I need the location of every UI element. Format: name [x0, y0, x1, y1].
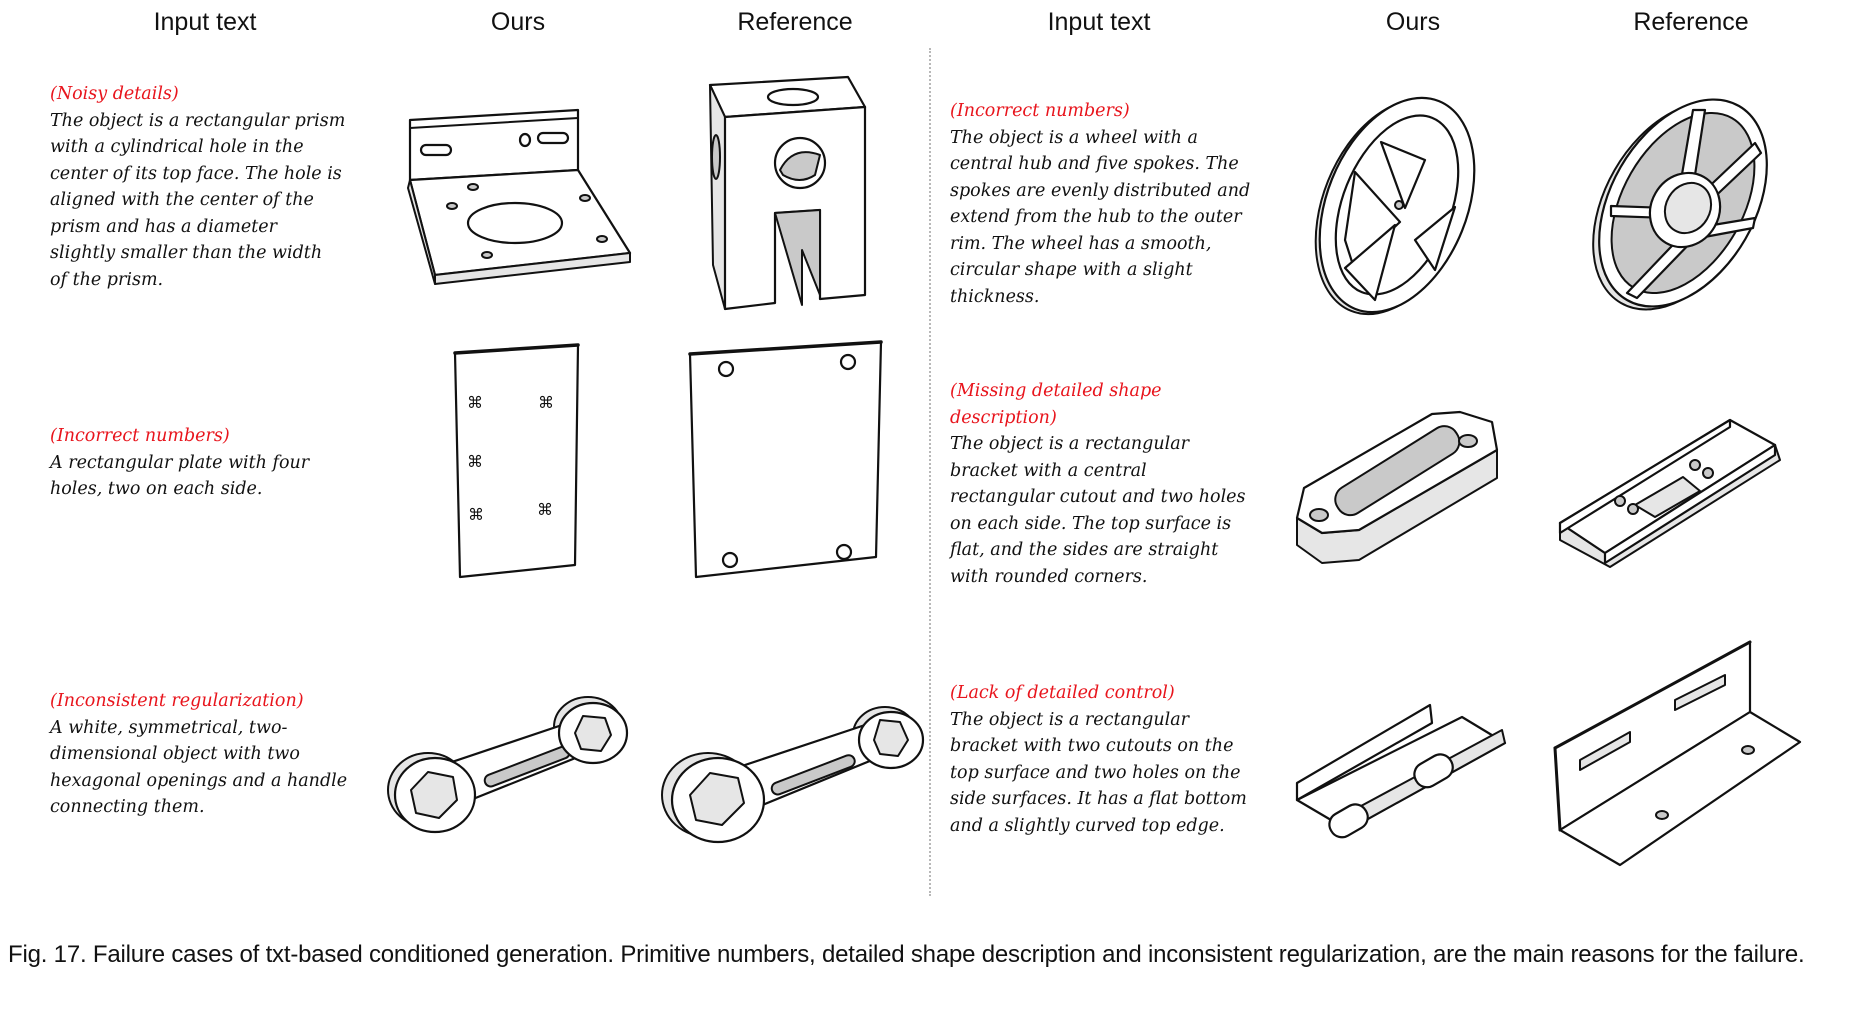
- plate-drawing: ⌘ ⌘ ⌘ ⌘ ⌘: [453, 343, 580, 579]
- input-text: The object is a rectangular prism with a…: [50, 110, 346, 290]
- column-header-ours-right: Ours: [1385, 8, 1441, 36]
- ours-shape-channel: [1295, 675, 1510, 839]
- hub: [1394, 200, 1404, 210]
- case-description-3: (Inconsistent regularization) A white, s…: [50, 688, 370, 821]
- failure-tag: (Noisy details): [50, 84, 179, 104]
- slot-hole: [419, 143, 453, 157]
- ours-shape-wrench: [383, 685, 633, 835]
- slot-cutout: [1328, 803, 1369, 839]
- plate: [688, 340, 883, 579]
- ours-shape-plate-five-holes: ⌘ ⌘ ⌘ ⌘ ⌘: [450, 343, 590, 585]
- wheel-drawing: [1314, 96, 1476, 316]
- hex-opening: [689, 772, 745, 826]
- large-hole: [466, 201, 564, 245]
- svg-text:⌘: ⌘: [537, 500, 553, 519]
- slot-cutout: [1579, 731, 1631, 771]
- wrench-drawing: [387, 696, 629, 834]
- ours-shape-thick-bracket: [1292, 400, 1507, 575]
- svg-text:⌘: ⌘: [467, 452, 483, 471]
- svg-text:⌘: ⌘: [467, 393, 483, 412]
- hex-opening: [873, 719, 909, 757]
- column-header-input-text-right: Input text: [1047, 8, 1151, 36]
- column-divider: [929, 48, 931, 896]
- bracket-drawing: [1295, 410, 1499, 564]
- column-header-reference-left: Reference: [737, 8, 853, 36]
- case-description-6: (Lack of detailed control) The object is…: [950, 680, 1270, 839]
- input-text: The object is a wheel with a central hub…: [950, 127, 1251, 307]
- input-text: A rectangular plate with four holes, two…: [50, 452, 310, 500]
- block-left-side: [709, 84, 726, 310]
- rectangular-cutout: [1634, 476, 1701, 518]
- column-header-reference-right: Reference: [1633, 8, 1749, 36]
- channel-drawing: [1558, 418, 1781, 568]
- reference-shape-wheel: [1585, 88, 1775, 323]
- input-text: A white, symmetrical, two- dimensional o…: [50, 717, 348, 818]
- case-description-1: (Noisy details) The object is a rectangu…: [50, 81, 370, 293]
- l-bracket-drawing: [407, 108, 632, 285]
- svg-text:⌘: ⌘: [538, 393, 554, 412]
- reference-shape-channel: [1555, 405, 1785, 568]
- hex-opening: [410, 771, 458, 819]
- svg-text:⌘: ⌘: [468, 505, 484, 524]
- slot-cutout: [1674, 674, 1726, 711]
- case-description-4: (Incorrect numbers) The object is a whee…: [950, 98, 1270, 310]
- reference-shape-angle-bracket: [1550, 640, 1830, 870]
- input-text: The object is a rectangular bracket with…: [950, 709, 1247, 836]
- case-description-2: (Incorrect numbers) A rectangular plate …: [50, 423, 370, 503]
- input-text: The object is a rectangular bracket with…: [950, 434, 1246, 587]
- column-header-input-text-left: Input text: [153, 8, 257, 36]
- failure-tag: (Inconsistent regularization): [50, 691, 304, 711]
- column-header-ours-left: Ours: [490, 8, 546, 36]
- reference-shape-plate-four-holes: [688, 340, 888, 592]
- ours-shape-l-bracket: [405, 108, 635, 285]
- case-description-5: (Missing detailed shape description) The…: [950, 378, 1270, 590]
- wheel-drawing: [1592, 98, 1768, 311]
- failure-tag: (Incorrect numbers): [950, 101, 1130, 121]
- ours-shape-wheel: [1314, 90, 1480, 320]
- failure-tag: (Missing detailed shape description): [950, 381, 1162, 428]
- wrench-drawing: [661, 706, 925, 844]
- failure-tag: (Lack of detailed control): [950, 683, 1175, 703]
- channel-drawing: [1295, 703, 1507, 839]
- slot-hole: [536, 131, 570, 145]
- central-slot: [1334, 425, 1461, 517]
- figure-caption: Fig. 17. Failure cases of txt-based cond…: [8, 941, 1805, 968]
- reference-shape-block: [705, 75, 880, 315]
- hex-opening: [574, 715, 612, 752]
- angle-bracket-drawing: [1553, 640, 1802, 867]
- block-drawing: [708, 75, 867, 311]
- slot-cutout: [1413, 753, 1454, 789]
- reference-shape-wrench: [660, 690, 925, 844]
- bracket-bottom-face: [1558, 710, 1802, 867]
- channel-left-wall: [1295, 703, 1434, 802]
- failure-tag: (Incorrect numbers): [50, 426, 230, 446]
- small-hole: [518, 132, 532, 148]
- plate-drawing: [688, 340, 883, 579]
- cross-hole-marks: ⌘ ⌘ ⌘ ⌘ ⌘: [467, 393, 554, 524]
